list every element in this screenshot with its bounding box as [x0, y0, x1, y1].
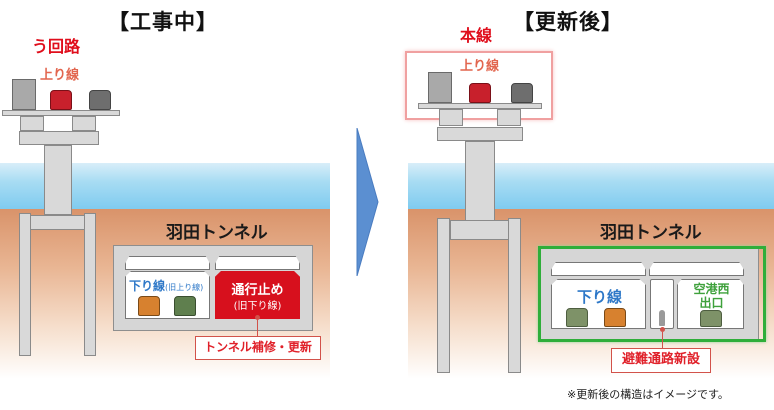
upper-line-label: 上り線 [460, 59, 500, 74]
tunnel-highlight [538, 246, 766, 342]
main-line-label: 本線 [460, 26, 493, 45]
tunnel-name: 羽田トンネル [600, 223, 702, 243]
truck-icon [12, 79, 36, 110]
exit-label-line1: 空港西 [693, 282, 730, 296]
evacuation-passage-callout: 避難通路新設 [611, 348, 711, 373]
tunnel-vent-left [551, 262, 646, 276]
bore-left-label: 下り線 [129, 279, 166, 293]
closed-label: 通行止め [231, 283, 284, 298]
bore-left-label: 下り線 [576, 288, 622, 306]
tunnel-vent-right [649, 262, 744, 276]
pile [84, 213, 96, 356]
pier-column [44, 145, 72, 215]
exit-label-line2: 出口 [699, 296, 724, 310]
orange-car-icon [138, 296, 160, 316]
tunnel-vent-right [215, 256, 300, 270]
bore-closed: 通行止め (旧下り線) [215, 271, 300, 319]
left-panel-title: 【工事中】 [108, 10, 218, 34]
bridge-deck [2, 110, 120, 116]
upper-line-highlight [405, 51, 553, 120]
pile [437, 218, 450, 373]
green-car-icon [700, 310, 722, 327]
bore-left-sublabel: (旧上り線) [165, 283, 204, 292]
pile [508, 218, 521, 373]
footing [450, 220, 510, 240]
truck-icon [428, 72, 452, 103]
evacuation-passage [650, 279, 674, 329]
gray-car-icon [511, 83, 533, 103]
bearing [439, 109, 463, 126]
tunnel-name: 羽田トンネル [166, 223, 268, 243]
bore-down-line: 下り線 [551, 279, 646, 329]
footing [30, 215, 85, 230]
callout-line [257, 320, 258, 337]
gray-car-icon [89, 90, 111, 110]
pier-column [465, 141, 495, 221]
red-car-icon [469, 83, 491, 103]
green-car-icon [174, 296, 196, 316]
pier-cap [437, 127, 523, 141]
tunnel-repair-callout: トンネル補修・更新 [195, 336, 321, 360]
bearing [20, 116, 44, 131]
person-icon [659, 310, 665, 326]
bearing [72, 116, 96, 131]
upper-line-label: 上り線 [40, 68, 80, 83]
footnote: ※更新後の構造はイメージです。 [567, 388, 729, 401]
detour-label: う回路 [32, 37, 81, 56]
callout-line [662, 332, 663, 348]
callout-dot [660, 327, 665, 332]
sea-band [408, 163, 774, 209]
orange-car-icon [604, 308, 626, 327]
bridge-deck [418, 103, 542, 109]
callout-dot [255, 315, 260, 320]
chevron-right-arrow-icon [356, 128, 379, 276]
bore-airport-exit: 空港西 出口 [677, 279, 744, 329]
pile [19, 213, 31, 356]
red-car-icon [50, 90, 72, 110]
right-panel-title: 【更新後】 [513, 10, 623, 34]
green-car-icon [566, 308, 588, 327]
closed-sublabel: (旧下り線) [233, 301, 282, 312]
tunnel-vent-left [125, 256, 210, 270]
bearing [497, 109, 521, 126]
pier-cap [19, 131, 99, 145]
bore-down-line: 下り線(旧上り線) [125, 271, 210, 319]
